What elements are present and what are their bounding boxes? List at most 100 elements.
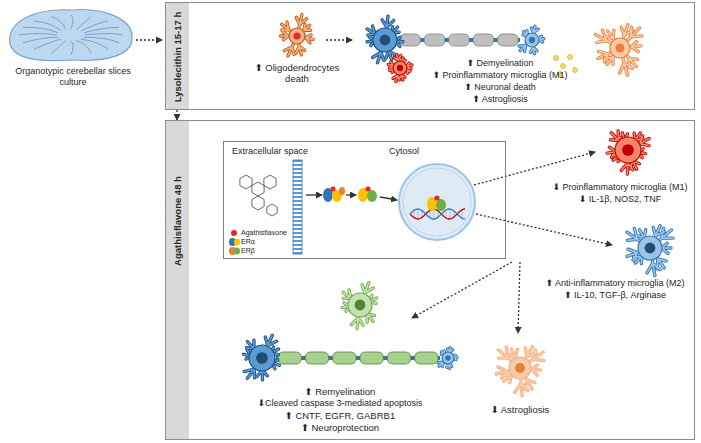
- myelin-segment: [305, 352, 328, 364]
- folia: [34, 39, 61, 49]
- myelin-segment: [360, 352, 383, 364]
- arrow: [346, 194, 356, 195]
- folia: [34, 21, 61, 31]
- annotation-text: ⬇ Astrogliosis: [491, 404, 550, 415]
- legend-text: ERβ: [241, 246, 255, 255]
- dna-rung: [430, 210, 431, 218]
- label-band: Agathisflavone 48 h: [166, 121, 189, 439]
- neuron: [244, 335, 280, 380]
- anti-inflammatory-microglia: [627, 226, 673, 276]
- cell-process: [244, 335, 280, 380]
- dna-rung: [450, 209, 451, 219]
- cell-process: [244, 335, 280, 380]
- cell-process: [496, 347, 544, 396]
- folia: [51, 41, 66, 54]
- folia: [81, 39, 108, 49]
- arrow: [306, 194, 322, 195]
- cell-nucleus: [515, 363, 525, 373]
- annotation-text: ⬆ Neuronal death: [464, 82, 536, 93]
- cell-body: [525, 33, 539, 47]
- debris: [573, 68, 578, 73]
- dotted-connector: [176, 110, 177, 120]
- cell-body: [348, 293, 372, 317]
- annotation-text: ⬆ Proinflammatory microglia (M1): [433, 70, 568, 81]
- dna-strand: [410, 209, 465, 219]
- dna-strand: [410, 209, 465, 219]
- cell-body: [249, 345, 275, 371]
- dna-rung: [446, 210, 447, 218]
- cell-nucleus: [445, 355, 450, 360]
- stage-label: Lysolecithin 15-17 h: [172, 12, 183, 102]
- debris: [568, 55, 573, 60]
- annotation-text: ⬆ Anti-inflammatory microglia (M2): [546, 278, 685, 289]
- folia: [84, 27, 119, 32]
- myelin-segment: [424, 34, 444, 46]
- myelin-segment: [333, 352, 356, 364]
- cell-process: [281, 15, 314, 56]
- cell-nucleus: [645, 243, 656, 254]
- cell-process: [342, 283, 376, 329]
- arrow: [380, 197, 397, 200]
- cell-nucleus: [256, 352, 268, 364]
- cell-body: [638, 236, 662, 260]
- agathisflavone-dot: [434, 195, 439, 200]
- cell-body: [289, 28, 305, 44]
- reactive-astrocyte: [595, 25, 642, 75]
- annotation-text: ⬇ Proinflammatory microglia (M1): [553, 182, 688, 193]
- annotation-text: ⬆ Remyelination: [305, 386, 376, 397]
- cell-process: [438, 348, 457, 369]
- legend-sample: [229, 238, 240, 246]
- cell-process: [595, 25, 642, 75]
- dna-rung: [462, 210, 463, 218]
- cell-process: [519, 26, 544, 54]
- molecule-ring: [240, 175, 252, 189]
- myelin-segment: [449, 34, 469, 46]
- myelin-segment: [400, 34, 420, 46]
- cell-nucleus: [355, 300, 366, 311]
- cell-process: [342, 283, 376, 329]
- cell-nucleus: [622, 144, 634, 156]
- annotation-text: ⬆ Astrogliosis: [472, 94, 528, 105]
- cerebellum: [10, 10, 132, 61]
- dna-rung: [418, 209, 419, 219]
- nucleus: [399, 164, 475, 240]
- myelin-segment: [415, 352, 438, 364]
- folia: [23, 37, 58, 42]
- folia: [19, 34, 57, 36]
- astrocyte: [496, 347, 544, 396]
- agathisflavone-dot: [365, 186, 370, 191]
- dotted-arrow: [476, 214, 612, 245]
- folia: [76, 41, 91, 54]
- cell-membrane: [293, 160, 302, 254]
- dotted-arrow: [412, 262, 512, 318]
- myelin-segment: [387, 352, 410, 364]
- molecule-ring: [252, 182, 264, 196]
- dotted-arrow: [136, 39, 162, 40]
- cell-nucleus: [293, 32, 300, 39]
- cell-body: [615, 137, 641, 163]
- receptor: [339, 187, 345, 195]
- cell-nucleus: [380, 35, 391, 46]
- cell-process: [496, 347, 544, 396]
- folia: [23, 27, 58, 32]
- cell-process: [607, 131, 649, 174]
- annotation-text: ⬆ CNTF, EGFR, GABRB1: [285, 410, 395, 421]
- receptor: [367, 190, 377, 202]
- compartment-label: Cytosol: [389, 146, 419, 157]
- annotation-text: ⬆ Oligodendrocytes death: [249, 62, 345, 85]
- annotation-text: ⬆ IL-10, TGF-β, Arginase: [564, 290, 666, 301]
- cell-body: [393, 61, 407, 75]
- legend-text: Agathisflavone: [241, 228, 287, 237]
- cell-process: [281, 15, 314, 56]
- compartment-label: Extracellular space: [232, 146, 308, 157]
- debris: [554, 56, 559, 61]
- cell-process: [388, 54, 412, 81]
- annotation-text: Organotypic cerebellar slices culture: [3, 66, 143, 88]
- cell-process: [607, 131, 649, 174]
- legend-sample: [234, 247, 240, 254]
- cell-nucleus: [529, 37, 535, 43]
- folia: [84, 37, 119, 42]
- cell-body: [442, 352, 454, 364]
- cell-body: [373, 28, 397, 52]
- legend-sample: [229, 247, 240, 255]
